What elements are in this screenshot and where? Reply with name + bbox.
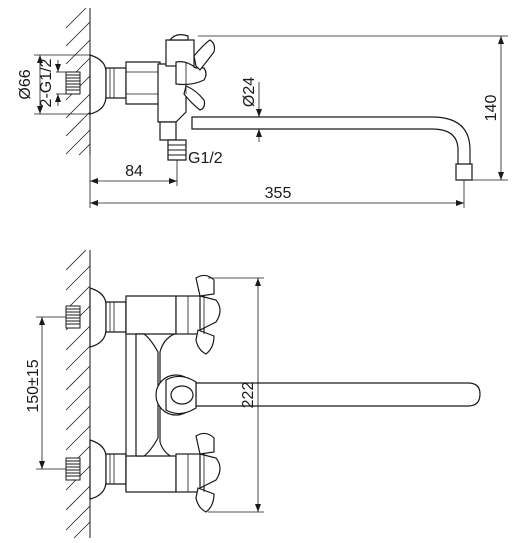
front-view: 150±15 222 <box>25 249 481 539</box>
eccentric-connector-upper <box>105 301 127 333</box>
dim-wall-to-outlet: 84 <box>89 155 178 208</box>
dim-wall-diameter: Ø66 <box>17 54 90 115</box>
aerator-side <box>455 163 473 181</box>
inlet-thread-top <box>65 71 81 95</box>
label-inlet-thread: 2-G1/2 <box>38 58 55 107</box>
escutcheon-upper <box>89 287 107 348</box>
dim-inlet-thread: 2-G1/2 <box>38 58 66 107</box>
spout-front <box>195 382 481 407</box>
inlet-thread-lower <box>65 457 81 481</box>
label-outlet-thread: G1/2 <box>188 150 223 167</box>
inlet-thread-upper <box>65 305 81 329</box>
dim-spout-diameter: Ø24 <box>241 77 262 142</box>
label-wall-to-outlet: 84 <box>125 163 143 180</box>
label-inlet-spacing: 150±15 <box>25 359 42 412</box>
dim-spout-height: 140 <box>198 35 508 181</box>
side-view: Ø66 2-G1/2 Ø24 G1/2 140 <box>17 7 508 208</box>
cap-nut-top <box>125 61 161 105</box>
cross-handle-side <box>165 34 216 111</box>
eccentric-connector-top <box>105 67 127 99</box>
eccentric-connector-lower <box>105 453 127 485</box>
label-spout-diameter: Ø24 <box>241 77 258 107</box>
cross-handle-lower <box>175 432 221 513</box>
label-wall-diameter: Ø66 <box>17 69 34 99</box>
dim-overall-height: 222 <box>208 277 264 513</box>
body-lower-cap <box>125 455 177 493</box>
body-central-shell <box>135 333 159 457</box>
escutcheon-top <box>89 54 107 115</box>
label-spout-height: 140 <box>483 95 500 122</box>
diverter-side <box>159 121 177 141</box>
spout-side <box>191 116 471 173</box>
label-overall-height: 222 <box>240 382 257 409</box>
label-spout-reach: 355 <box>265 185 292 202</box>
wall-hatching-bottom <box>65 249 91 539</box>
cross-handle-upper <box>175 274 221 355</box>
body-upper-cap <box>125 295 177 335</box>
dim-spout-reach: 355 <box>90 180 465 208</box>
diverter-knob <box>155 374 197 416</box>
dim-inlet-spacing: 150±15 <box>25 316 66 470</box>
escutcheon-lower <box>89 439 107 500</box>
